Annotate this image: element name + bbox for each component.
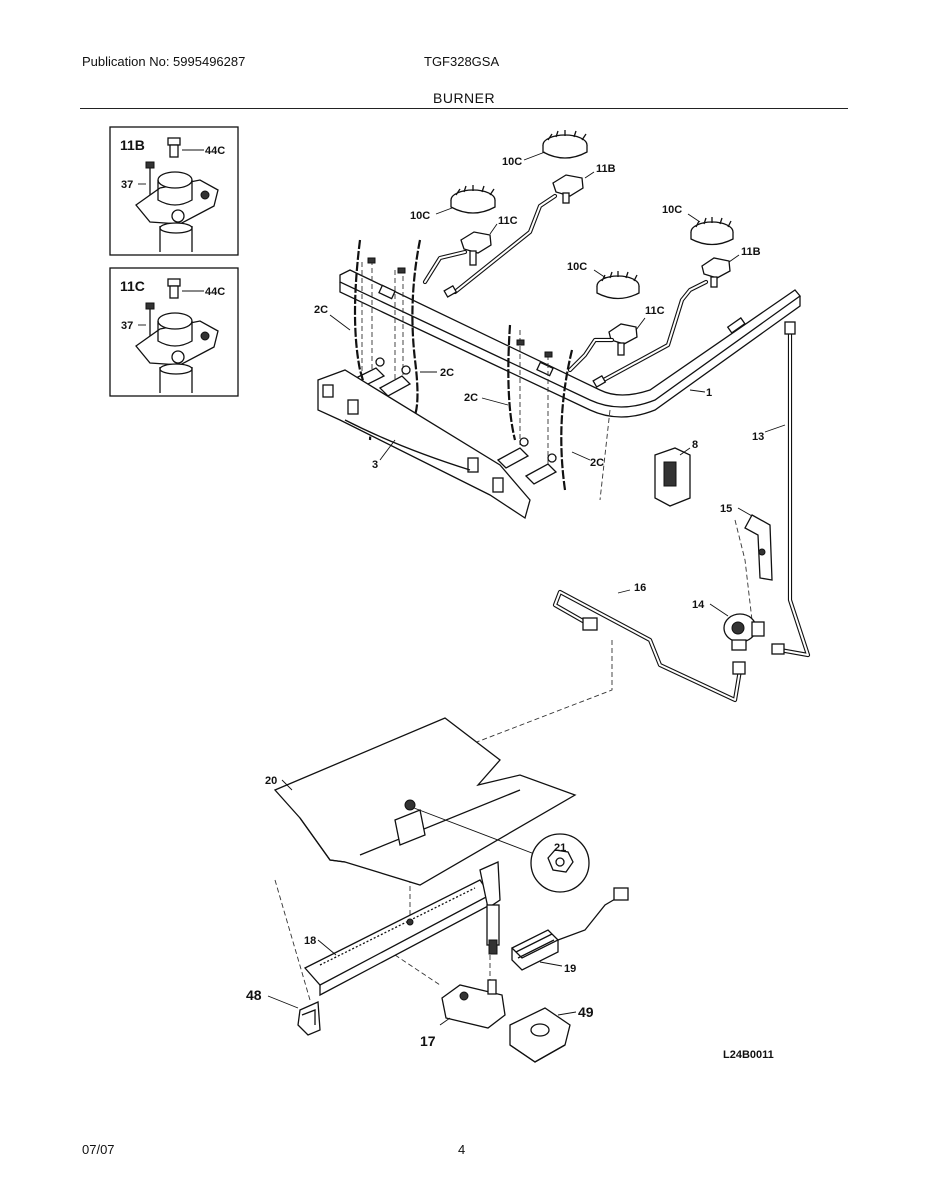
callout-49: 49 <box>578 1004 594 1020</box>
callout-13: 13 <box>752 431 764 443</box>
footer-page-number: 4 <box>458 1142 466 1157</box>
spark-module <box>654 447 691 507</box>
callout-2c-d: 2C <box>590 457 604 469</box>
section-title: BURNER <box>433 90 496 106</box>
header-rule <box>80 108 848 109</box>
callout-3: 3 <box>372 459 378 471</box>
nut-detail <box>413 807 590 893</box>
callout-10c-c: 10C <box>662 204 682 216</box>
oven-igniter <box>510 887 629 971</box>
callout-10c-a: 10C <box>502 156 522 168</box>
inset-11c-37-label: 37 <box>121 320 133 332</box>
inset-11c-44c-label: 44C <box>205 286 225 298</box>
leader-lines <box>267 151 786 1026</box>
inset-11c: 11C 44C 37 <box>109 267 239 397</box>
callout-15: 15 <box>720 503 732 515</box>
burner-clip <box>297 1001 321 1036</box>
burner-support-bracket <box>317 369 531 520</box>
pressure-regulator <box>723 613 765 651</box>
callout-11c-b: 11C <box>498 215 518 227</box>
heat-shield <box>273 717 577 886</box>
callout-21: 21 <box>554 842 566 854</box>
callout-17: 17 <box>420 1033 436 1049</box>
callout-2c-c: 2C <box>464 392 478 404</box>
callout-10c-d: 10C <box>567 261 587 273</box>
callout-18: 18 <box>304 935 316 947</box>
callout-11b-a: 11B <box>596 163 616 175</box>
callout-2c-a: 2C <box>314 304 328 316</box>
inset-11c-title: 11C <box>120 278 145 294</box>
footer-date: 07/07 <box>82 1142 115 1157</box>
burner-caps <box>450 130 734 300</box>
callout-labels: 10C 11B 10C 11C 10C 11B 10C 11C 2C 2C 2C… <box>246 156 774 1061</box>
assembly-guides <box>274 260 753 1001</box>
inset-11b-title: 11B <box>120 137 145 153</box>
callout-20: 20 <box>265 775 277 787</box>
publication-number: Publication No: 5995496287 <box>82 54 246 69</box>
tube-16 <box>552 589 746 703</box>
oven-burner <box>303 861 501 997</box>
callout-48: 48 <box>246 987 262 1003</box>
callout-19: 19 <box>564 963 576 975</box>
inset-11b-37-label: 37 <box>121 179 133 191</box>
inset-11b: 11B 44C 37 <box>109 126 239 256</box>
burner-tubes <box>422 193 709 388</box>
inset-11b-44c-label: 44C <box>205 145 225 157</box>
burner-bases <box>460 174 731 356</box>
callout-2c-b: 2C <box>440 367 454 379</box>
callout-16: 16 <box>634 582 646 594</box>
callout-1: 1 <box>706 387 712 399</box>
regulator-bracket <box>744 514 773 581</box>
oven-safety-valve <box>441 979 506 1029</box>
orifices-and-screws <box>350 257 558 485</box>
callout-14: 14 <box>692 599 705 611</box>
callout-10c-b: 10C <box>410 210 430 222</box>
manifold-pipe <box>339 269 801 418</box>
callout-11c-d: 11C <box>645 305 665 317</box>
valve-bracket <box>509 1007 571 1063</box>
tube-13 <box>771 321 811 658</box>
model-number: TGF328GSA <box>424 54 500 69</box>
callout-8: 8 <box>692 439 698 451</box>
diagram-code: L24B0011 <box>723 1049 774 1061</box>
callout-11b-c: 11B <box>741 246 761 258</box>
